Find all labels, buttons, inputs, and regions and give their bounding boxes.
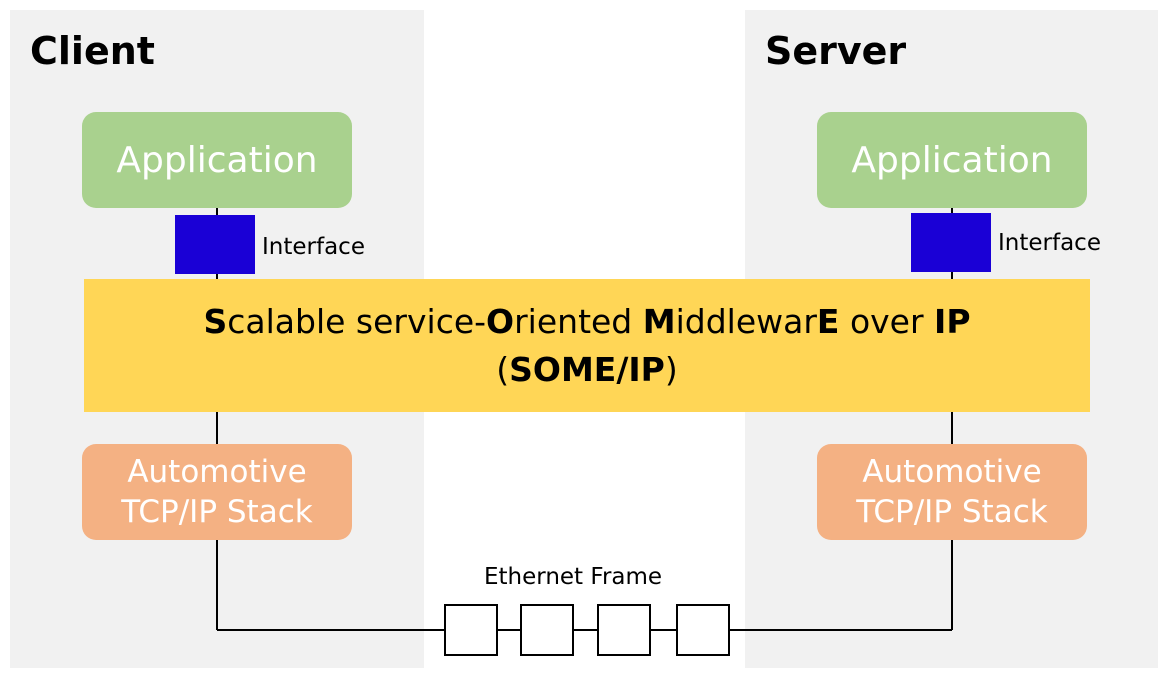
- client-interface-block: [175, 215, 255, 274]
- middleware-line2-part-1: (: [496, 349, 510, 389]
- middleware-line2-part-2: SOME/IP: [509, 349, 665, 389]
- middleware-line1-part-4: riented: [514, 301, 643, 341]
- client-tcp-line2: TCP/IP Stack: [121, 494, 313, 530]
- middleware-line2-part-3: ): [664, 349, 678, 389]
- middleware-line1-part-5: M: [642, 301, 676, 341]
- ethernet-frame-box-1: [444, 604, 498, 656]
- server-tcp-line1: Automotive: [862, 453, 1042, 490]
- server-application-label: Application: [851, 139, 1053, 181]
- client-application-box: Application: [82, 112, 352, 208]
- server-tcp-stack-box: Automotive TCP/IP Stack: [817, 444, 1087, 540]
- middleware-title-line1: Scalable service-Oriented MiddlewarE ove…: [203, 298, 970, 346]
- server-tcp-line2: TCP/IP Stack: [856, 494, 1048, 530]
- server-application-box: Application: [817, 112, 1087, 208]
- middleware-line1-part-2: calable service-: [227, 301, 487, 341]
- middleware-title-line2: (SOME/IP): [496, 346, 677, 394]
- client-interface-label: Interface: [262, 234, 365, 260]
- middleware-line1-part-7: E: [816, 301, 840, 341]
- ethernet-frame-box-2: [520, 604, 574, 656]
- client-title: Client: [30, 29, 155, 73]
- middleware-line1-part-8: over: [839, 301, 935, 341]
- middleware-line1-part-6: iddlewar: [675, 301, 817, 341]
- ethernet-frame-box-4: [676, 604, 730, 656]
- middleware-line1-part-3: O: [486, 301, 515, 341]
- ethernet-frame-box-3: [597, 604, 651, 656]
- middleware-line1-part-1: S: [203, 301, 228, 341]
- ethernet-frame-label: Ethernet Frame: [484, 564, 663, 590]
- server-interface-block: [911, 213, 991, 272]
- client-application-label: Application: [116, 139, 318, 181]
- client-tcp-stack-box: Automotive TCP/IP Stack: [82, 444, 352, 540]
- server-interface-label: Interface: [998, 230, 1101, 256]
- server-title: Server: [765, 29, 907, 73]
- some-ip-middleware-bar: Scalable service-Oriented MiddlewarE ove…: [84, 279, 1090, 412]
- middleware-line1-part-9: IP: [934, 301, 971, 341]
- client-tcp-line1: Automotive: [127, 453, 307, 490]
